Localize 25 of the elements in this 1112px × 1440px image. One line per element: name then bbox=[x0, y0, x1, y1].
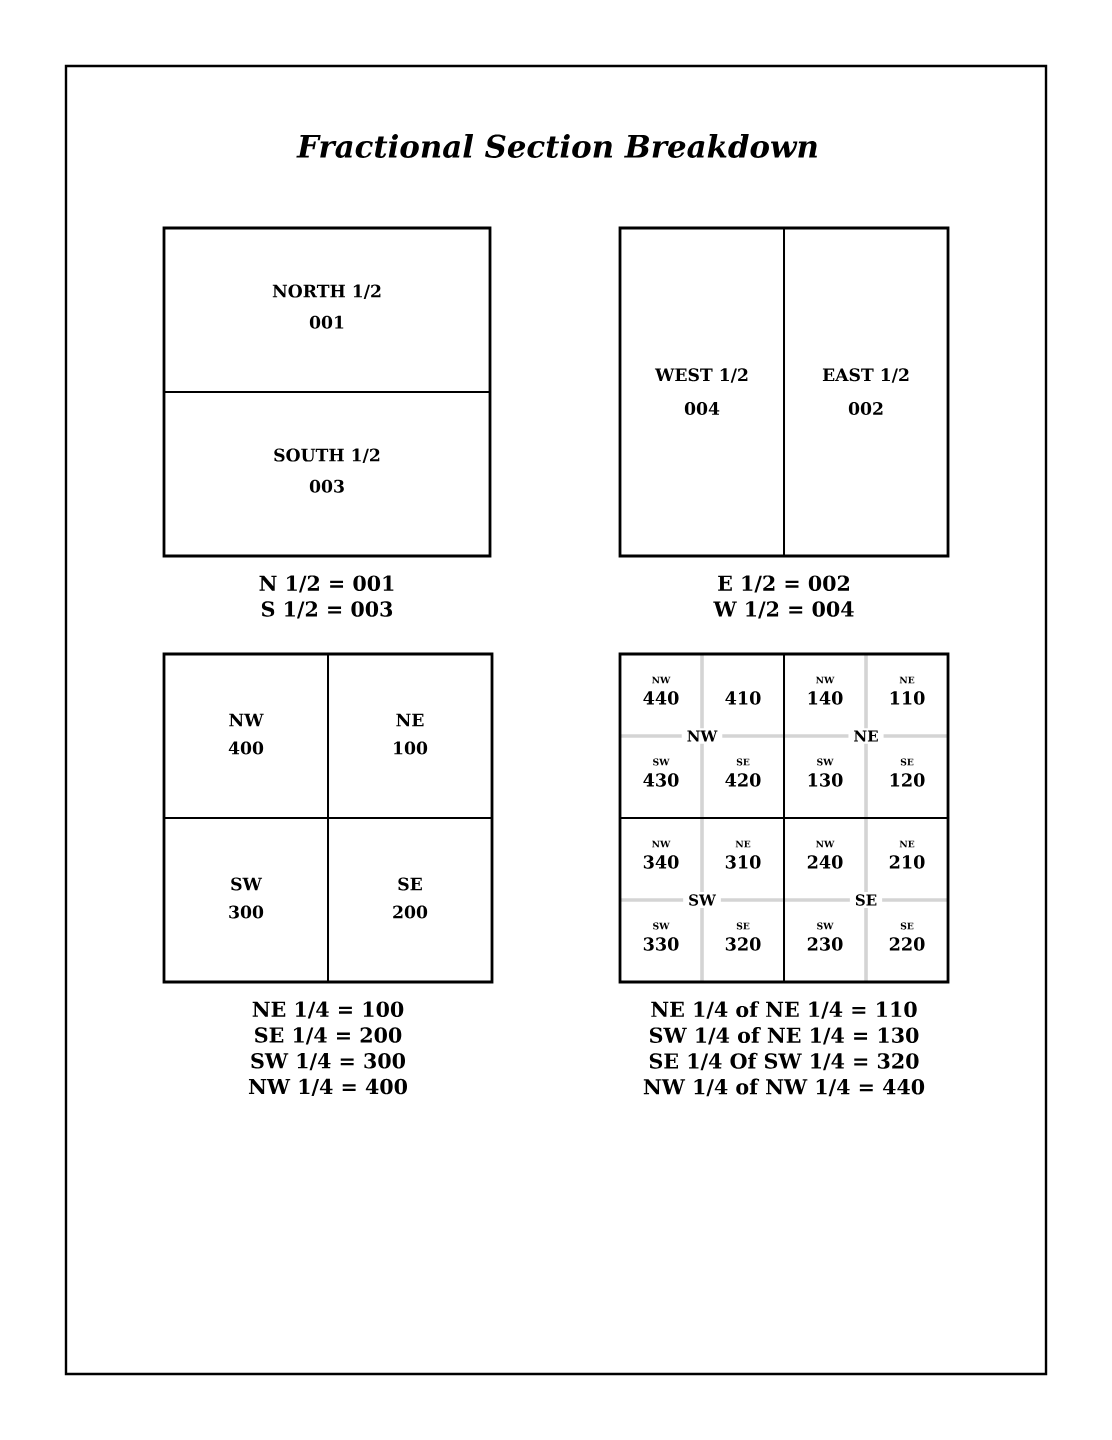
section-part: SW 300 bbox=[163, 817, 329, 983]
section-part: SOUTH 1/2 003 bbox=[163, 391, 491, 557]
section-label: NE 1/4 of NE 1/4 = 110 bbox=[651, 1001, 917, 1019]
title: Fractional Section Breakdown bbox=[296, 134, 817, 158]
section-label: E 1/2 = 002 bbox=[718, 575, 849, 593]
section-label: W 1/2 = 004 bbox=[713, 601, 854, 619]
section-label: SW 1/4 of NE 1/4 = 130 bbox=[649, 1027, 919, 1045]
node-label: WEST 1/2 bbox=[654, 368, 748, 383]
section-label: NE 1/4 = 100 bbox=[252, 1001, 404, 1019]
node-label: NORTH 1/2 bbox=[272, 284, 381, 299]
node-label: 001 bbox=[309, 315, 344, 329]
section-label: S 1/2 = 003 bbox=[261, 601, 393, 619]
section-label: SE 1/4 Of SW 1/4 = 320 bbox=[649, 1052, 919, 1071]
section-part: SE 200 bbox=[327, 817, 493, 983]
section-part: EAST 1/2 002 bbox=[783, 227, 949, 557]
section-label: NW 1/4 of NW 1/4 = 440 bbox=[643, 1078, 925, 1097]
parcel-label: 410 bbox=[725, 691, 761, 705]
section-label: SE 1/4 = 200 bbox=[255, 1027, 402, 1045]
node-label: 004 bbox=[684, 402, 720, 415]
section-label: NW 1/4 = 400 bbox=[248, 1078, 407, 1096]
node-label: NW bbox=[229, 713, 264, 727]
section-label: N 1/2 = 001 bbox=[259, 575, 394, 593]
section-label: SW 1/4 = 300 bbox=[251, 1053, 406, 1071]
section-part: NE 100 bbox=[327, 653, 493, 819]
node-label: 400 bbox=[228, 741, 264, 755]
